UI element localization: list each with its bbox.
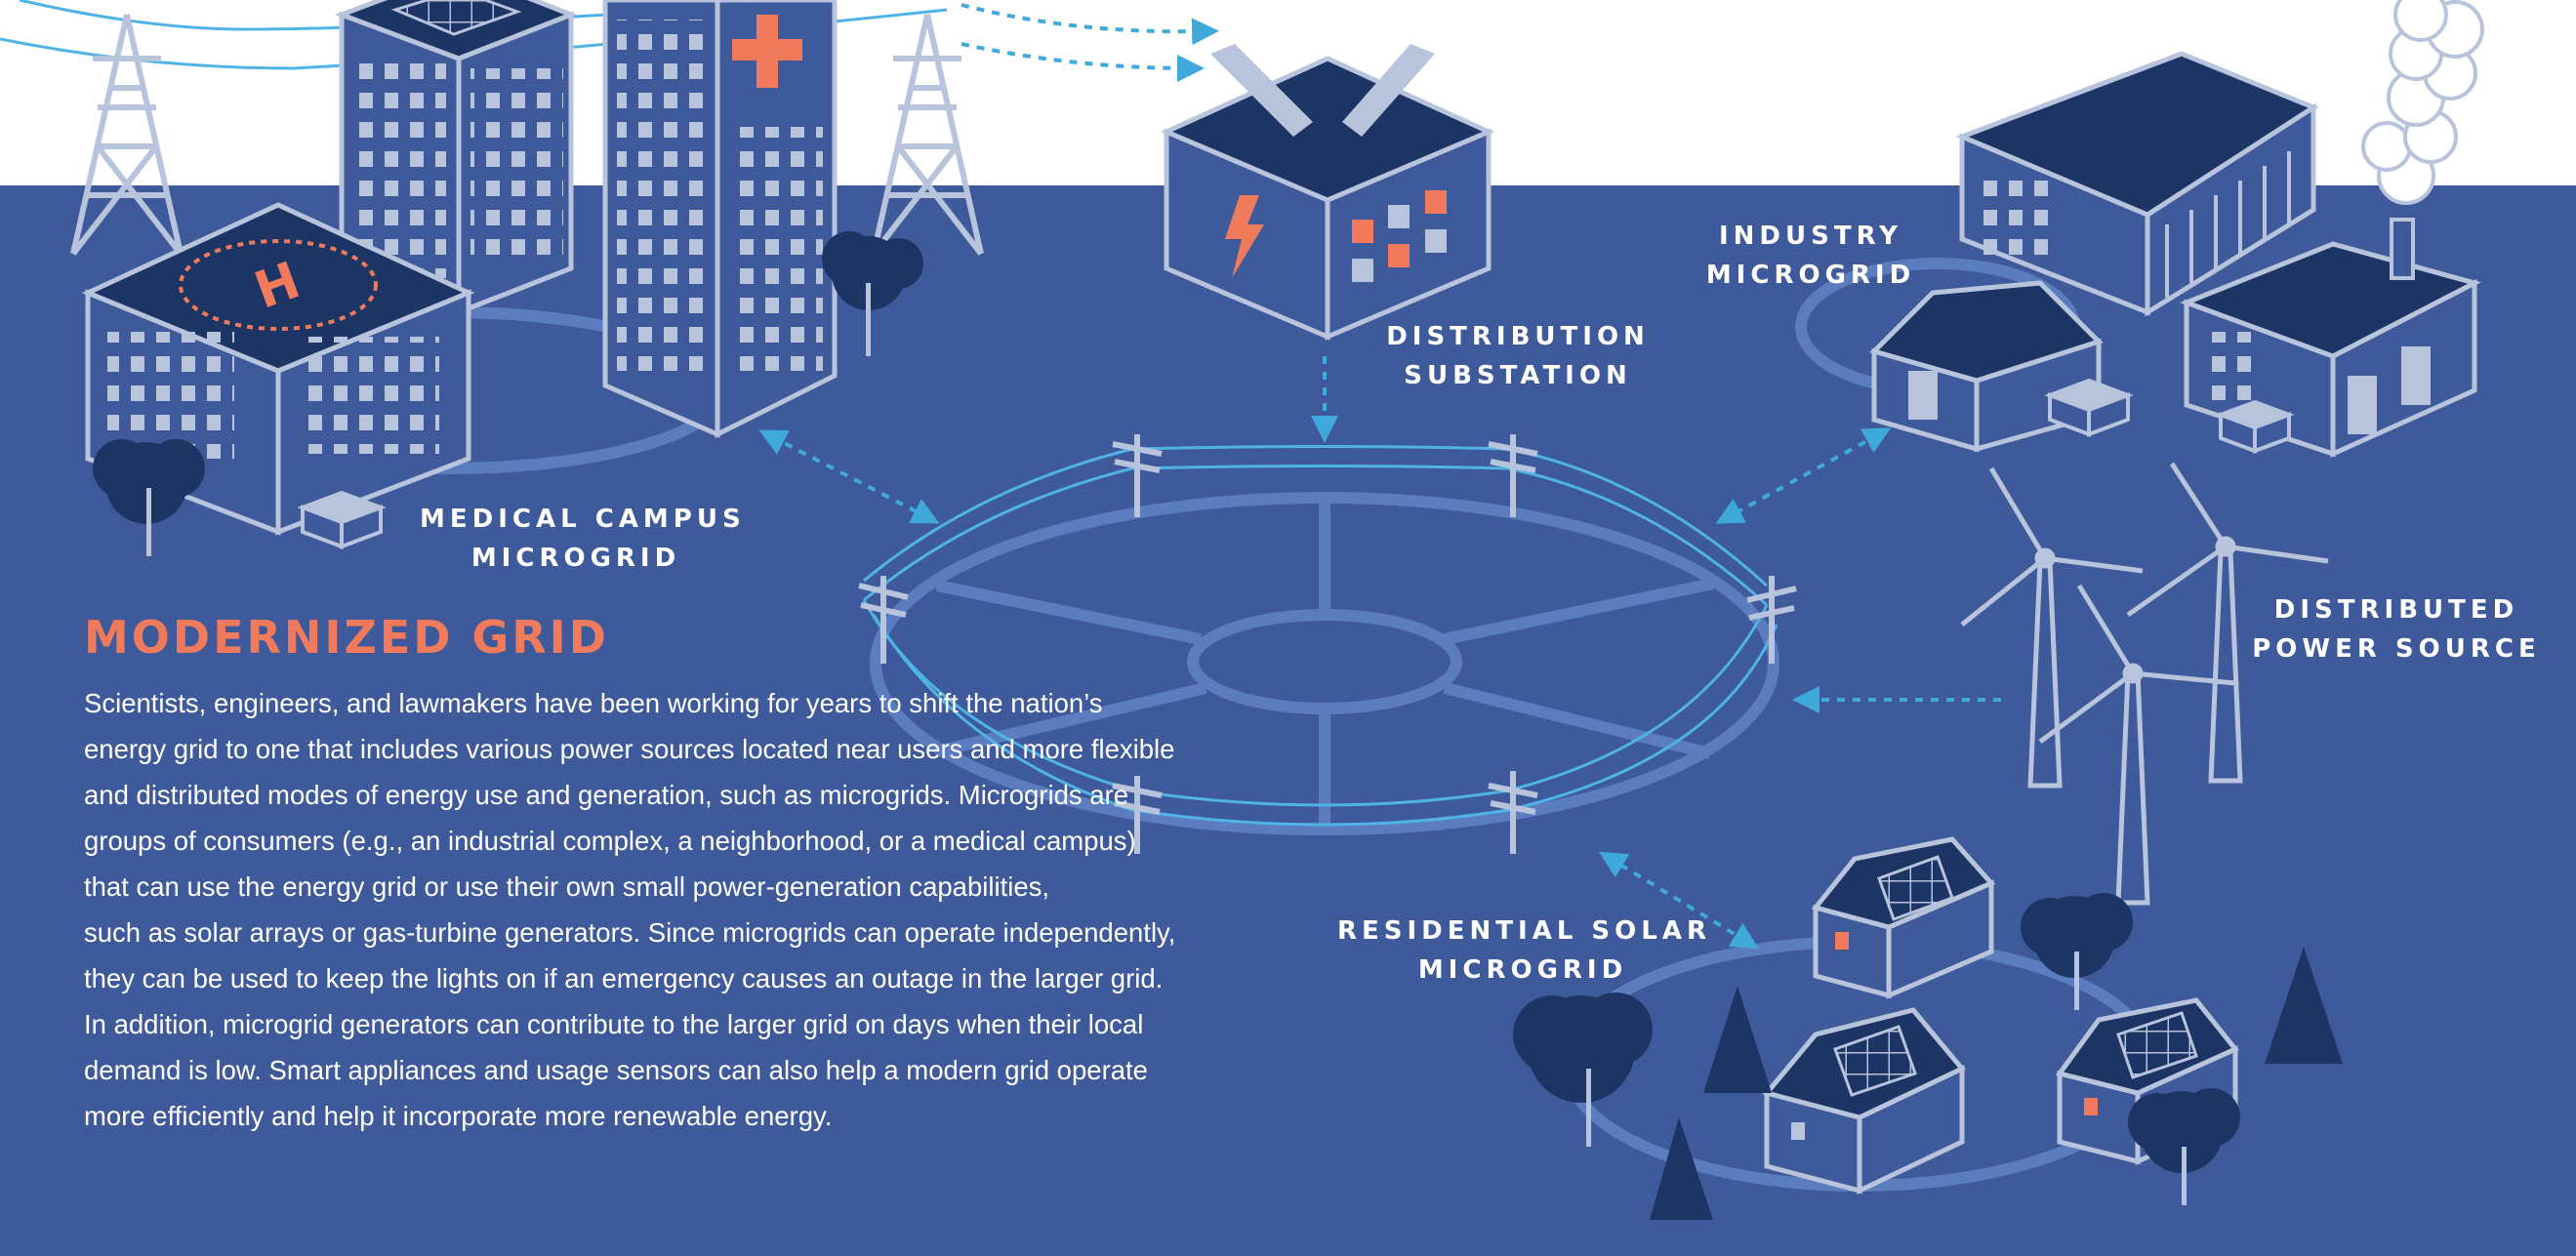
smoke-icon — [2361, 0, 2484, 205]
industry-microgrid-label: INDUSTRY MICROGRID — [1705, 222, 1916, 290]
arrow-sky-bottom — [961, 42, 1205, 82]
pine-tree — [2265, 947, 2343, 1064]
distributed-power-source-label: DISTRIBUTED POWER SOURCE — [2252, 595, 2541, 664]
tree — [822, 231, 923, 356]
distribution-substation-label: DISTRIBUTION SUBSTATION — [1386, 322, 1650, 390]
industry-microgrid — [1869, 0, 2484, 458]
tower-right — [871, 14, 984, 256]
pine-tree — [1650, 1117, 1713, 1220]
hvac-box — [2215, 399, 2295, 454]
smokestack — [2390, 218, 2415, 280]
arrow-industry-grid — [1715, 427, 1892, 524]
turbine — [2126, 462, 2329, 784]
tree — [93, 439, 205, 556]
pole — [858, 576, 909, 664]
arrow-medical-grid — [758, 429, 940, 524]
warehouse — [1955, 51, 2319, 317]
distribution-substation — [1160, 44, 1495, 341]
residential-solar-label: RESIDENTIAL SOLAR MICROGRID — [1337, 916, 1711, 985]
section-heading: MODERNIZED GRID — [84, 611, 609, 664]
tree — [1513, 993, 1653, 1147]
central-grid — [870, 492, 1779, 835]
turbine — [2038, 584, 2236, 906]
helipad-building: H — [81, 202, 475, 549]
utility-poles — [858, 434, 1797, 854]
tree — [2128, 1088, 2240, 1205]
hvac-box — [2044, 378, 2134, 437]
pole — [1488, 771, 1538, 854]
grid-inner-ring — [1187, 609, 1462, 714]
wind-turbines — [1960, 462, 2329, 906]
lightning-icon — [1225, 195, 1264, 278]
tower-left — [70, 14, 184, 256]
pole — [1746, 576, 1797, 664]
residential-microgrid — [1513, 836, 2343, 1220]
hvac-box — [297, 490, 387, 549]
house — [1811, 836, 1996, 999]
turbine — [1960, 466, 2144, 789]
house — [1762, 1007, 1966, 1195]
helipad-icon — [179, 239, 378, 331]
trees-residential — [1513, 893, 2343, 1220]
pole — [1112, 776, 1163, 854]
cross-icon — [732, 15, 802, 88]
tree — [2021, 893, 2133, 1010]
office-building — [334, 0, 578, 316]
transmission-towers — [70, 14, 984, 256]
flow-arrows — [758, 3, 2001, 950]
roof-solar — [390, 0, 522, 36]
solar-panel — [1877, 855, 1954, 921]
substation-windows — [1352, 190, 1447, 282]
pole — [1112, 434, 1163, 517]
body-paragraph: Scientists, engineers, and lawmakers hav… — [84, 688, 1176, 1131]
hospital-tower — [602, 0, 838, 439]
solar-panel — [1833, 1025, 1917, 1097]
pine-tree — [1703, 986, 1772, 1093]
insulator — [1210, 44, 1435, 137]
pole — [1488, 434, 1538, 517]
trees-medical — [93, 231, 923, 556]
solar-panel — [2116, 1011, 2198, 1079]
arrow-solar-grid — [1599, 851, 1759, 950]
medical-campus-label: MEDICAL CAMPUS MICROGRID — [420, 505, 746, 573]
